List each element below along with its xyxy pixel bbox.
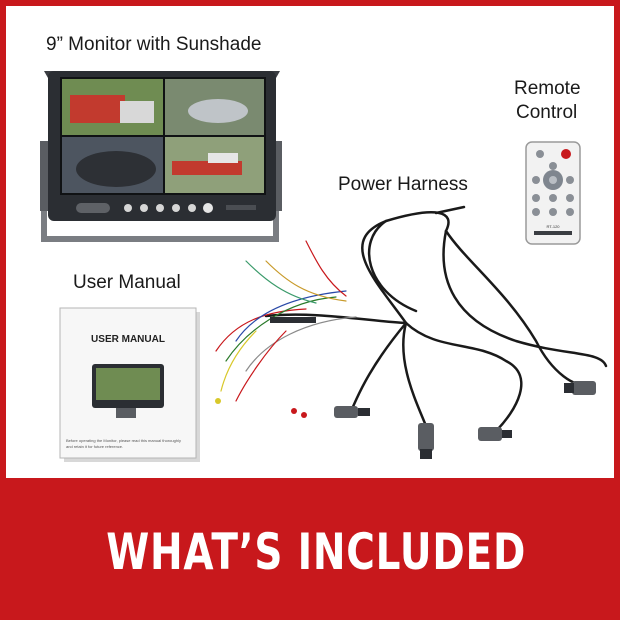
manual-title: USER MANUAL bbox=[91, 334, 165, 345]
monitor-image bbox=[40, 71, 282, 242]
user-manual-image: USER MANUAL Before operating the Monitor… bbox=[59, 307, 200, 462]
remote-model-text: RT-120 bbox=[546, 224, 560, 229]
remote-control-image: RT-120 bbox=[525, 141, 581, 245]
remote-label-line1: Remote bbox=[514, 78, 581, 99]
power-harness-image bbox=[215, 205, 608, 459]
included-banner: WHAT’S INCLUDED bbox=[6, 478, 614, 614]
harness-label: Power Harness bbox=[338, 174, 468, 195]
manual-footer-line1: Before operating the Monitor, please rea… bbox=[66, 438, 181, 443]
banner-title: WHAT’S INCLUDED bbox=[106, 523, 526, 581]
manual-label: User Manual bbox=[73, 272, 181, 293]
monitor-label: 9” Monitor with Sunshade bbox=[46, 34, 262, 55]
manual-footer-line2: and retain it for future reference. bbox=[66, 444, 123, 449]
remote-label-line2: Control bbox=[516, 102, 578, 123]
